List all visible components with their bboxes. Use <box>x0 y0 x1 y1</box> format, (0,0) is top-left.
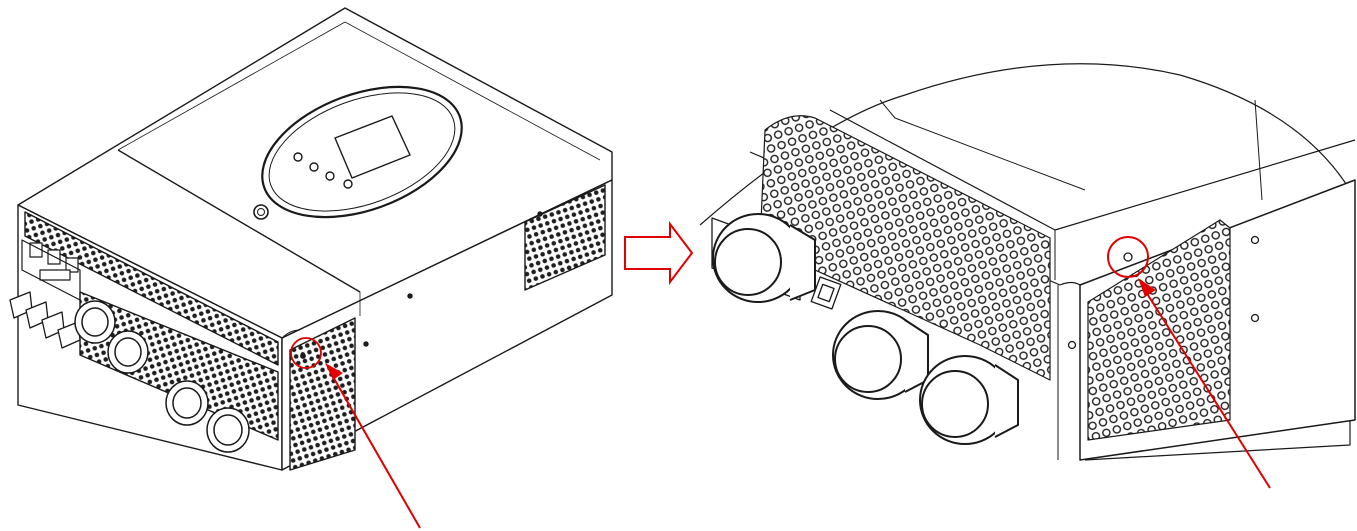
inverter-side-detail <box>699 63 1356 461</box>
screw-callout-detail <box>1107 236 1271 489</box>
screw <box>407 293 413 299</box>
cable-gland-detail-3 <box>919 355 1019 445</box>
screw <box>1250 235 1260 245</box>
screw <box>363 341 369 347</box>
cable-gland-detail-1 <box>712 213 816 303</box>
front-vent-detail <box>759 115 1051 381</box>
screw-callout-overview <box>290 337 421 529</box>
circle-highlight-icon <box>290 337 322 369</box>
status-light <box>253 204 269 220</box>
display-panel <box>261 85 463 219</box>
screw <box>1067 340 1077 350</box>
cable-gland-2 <box>107 330 149 374</box>
lcd-screen <box>334 115 411 179</box>
cable-gland-4 <box>206 407 250 453</box>
side-vent-rear <box>524 184 606 291</box>
callout-arrowhead <box>1138 278 1156 297</box>
button-2 <box>309 162 319 172</box>
inverter-overview <box>9 7 613 471</box>
side-vent-front <box>289 317 356 471</box>
screw-target-overview <box>300 353 306 359</box>
button-4 <box>343 179 353 189</box>
front-vent-upper <box>24 211 279 366</box>
connector-panel <box>21 239 81 301</box>
screw <box>1250 313 1260 323</box>
button-1 <box>293 152 303 162</box>
callout-arrowhead <box>325 363 343 380</box>
cable-gland-detail-2 <box>832 310 929 400</box>
button-3 <box>325 171 335 181</box>
screw-target-detail <box>1123 252 1133 262</box>
pv-terminals <box>9 291 81 349</box>
cable-gland-3 <box>165 380 209 426</box>
side-vent-detail <box>1087 219 1231 441</box>
cable-gland-1 <box>74 300 116 344</box>
arrow-right-icon <box>624 221 694 285</box>
screw <box>537 211 543 217</box>
circle-highlight-icon <box>1107 236 1149 278</box>
